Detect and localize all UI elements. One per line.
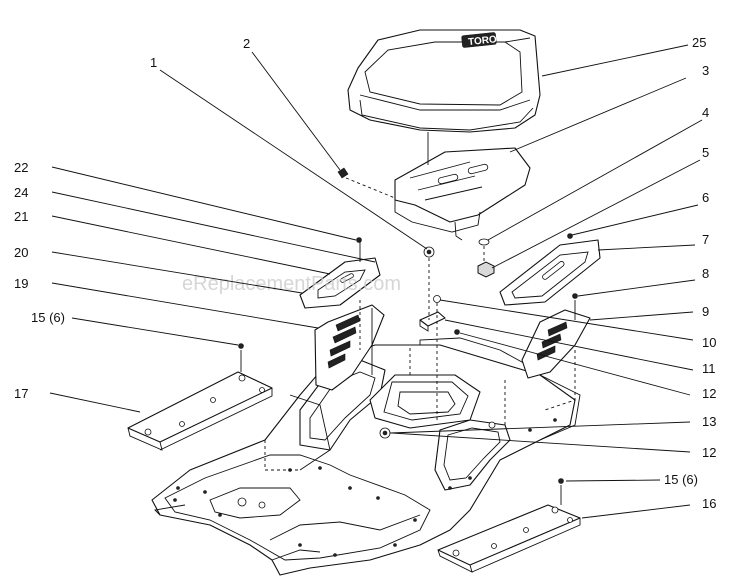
callout-5: 5 [702,145,709,160]
callout-3: 3 [702,63,709,78]
callout-10: 10 [702,335,716,350]
callout-1: 1 [150,55,157,70]
washer-4 [478,238,490,246]
seat: TORO [347,29,541,133]
callout-17: 17 [14,386,28,401]
slide-5 [477,261,495,278]
screw-22 [356,237,362,243]
screw-15a [238,343,244,349]
callout-12-lower: 12 [702,445,716,460]
callout-7: 7 [702,232,709,247]
screw-6 [567,233,573,239]
nut-10 [433,295,441,303]
callout-11: 11 [702,361,716,376]
callout-labels: 1 2 25 3 4 5 6 7 8 9 10 11 12 13 12 15 (… [14,35,716,511]
screw-15b [558,478,564,484]
callout-15-right: 15 (6) [664,472,698,487]
callout-6: 6 [702,190,709,205]
screw-8 [572,293,578,299]
callout-19: 19 [14,276,28,291]
callout-15-left: 15 (6) [31,310,65,325]
callout-20: 20 [14,245,28,260]
callout-12-upper: 12 [702,386,716,401]
seat-brand-logo: TORO [468,34,498,48]
callout-16: 16 [702,496,716,511]
right-foot-plate [437,485,581,573]
right-rail-plate [499,239,601,306]
callout-22: 22 [14,160,28,175]
callout-4: 4 [702,105,709,120]
callout-2: 2 [243,36,250,51]
right-fender-pad [521,300,591,411]
fender-deck [151,337,581,576]
watermark-text: eReplacementParts.com [182,273,401,295]
callout-24: 24 [14,185,28,200]
bracket-11 [419,311,446,327]
assembly-lines [345,177,485,420]
seat-bracket [394,132,531,241]
nut-2 [337,167,349,179]
callout-21: 21 [14,209,28,224]
fasteners [238,167,578,484]
left-foot-plate [127,350,273,451]
leader-lines [49,44,703,519]
callout-13: 13 [702,414,716,429]
callout-8: 8 [702,266,709,281]
callout-25: 25 [692,35,706,50]
nut-12 [454,329,460,335]
callout-9: 9 [702,304,709,319]
left-fender-pad [314,304,385,391]
